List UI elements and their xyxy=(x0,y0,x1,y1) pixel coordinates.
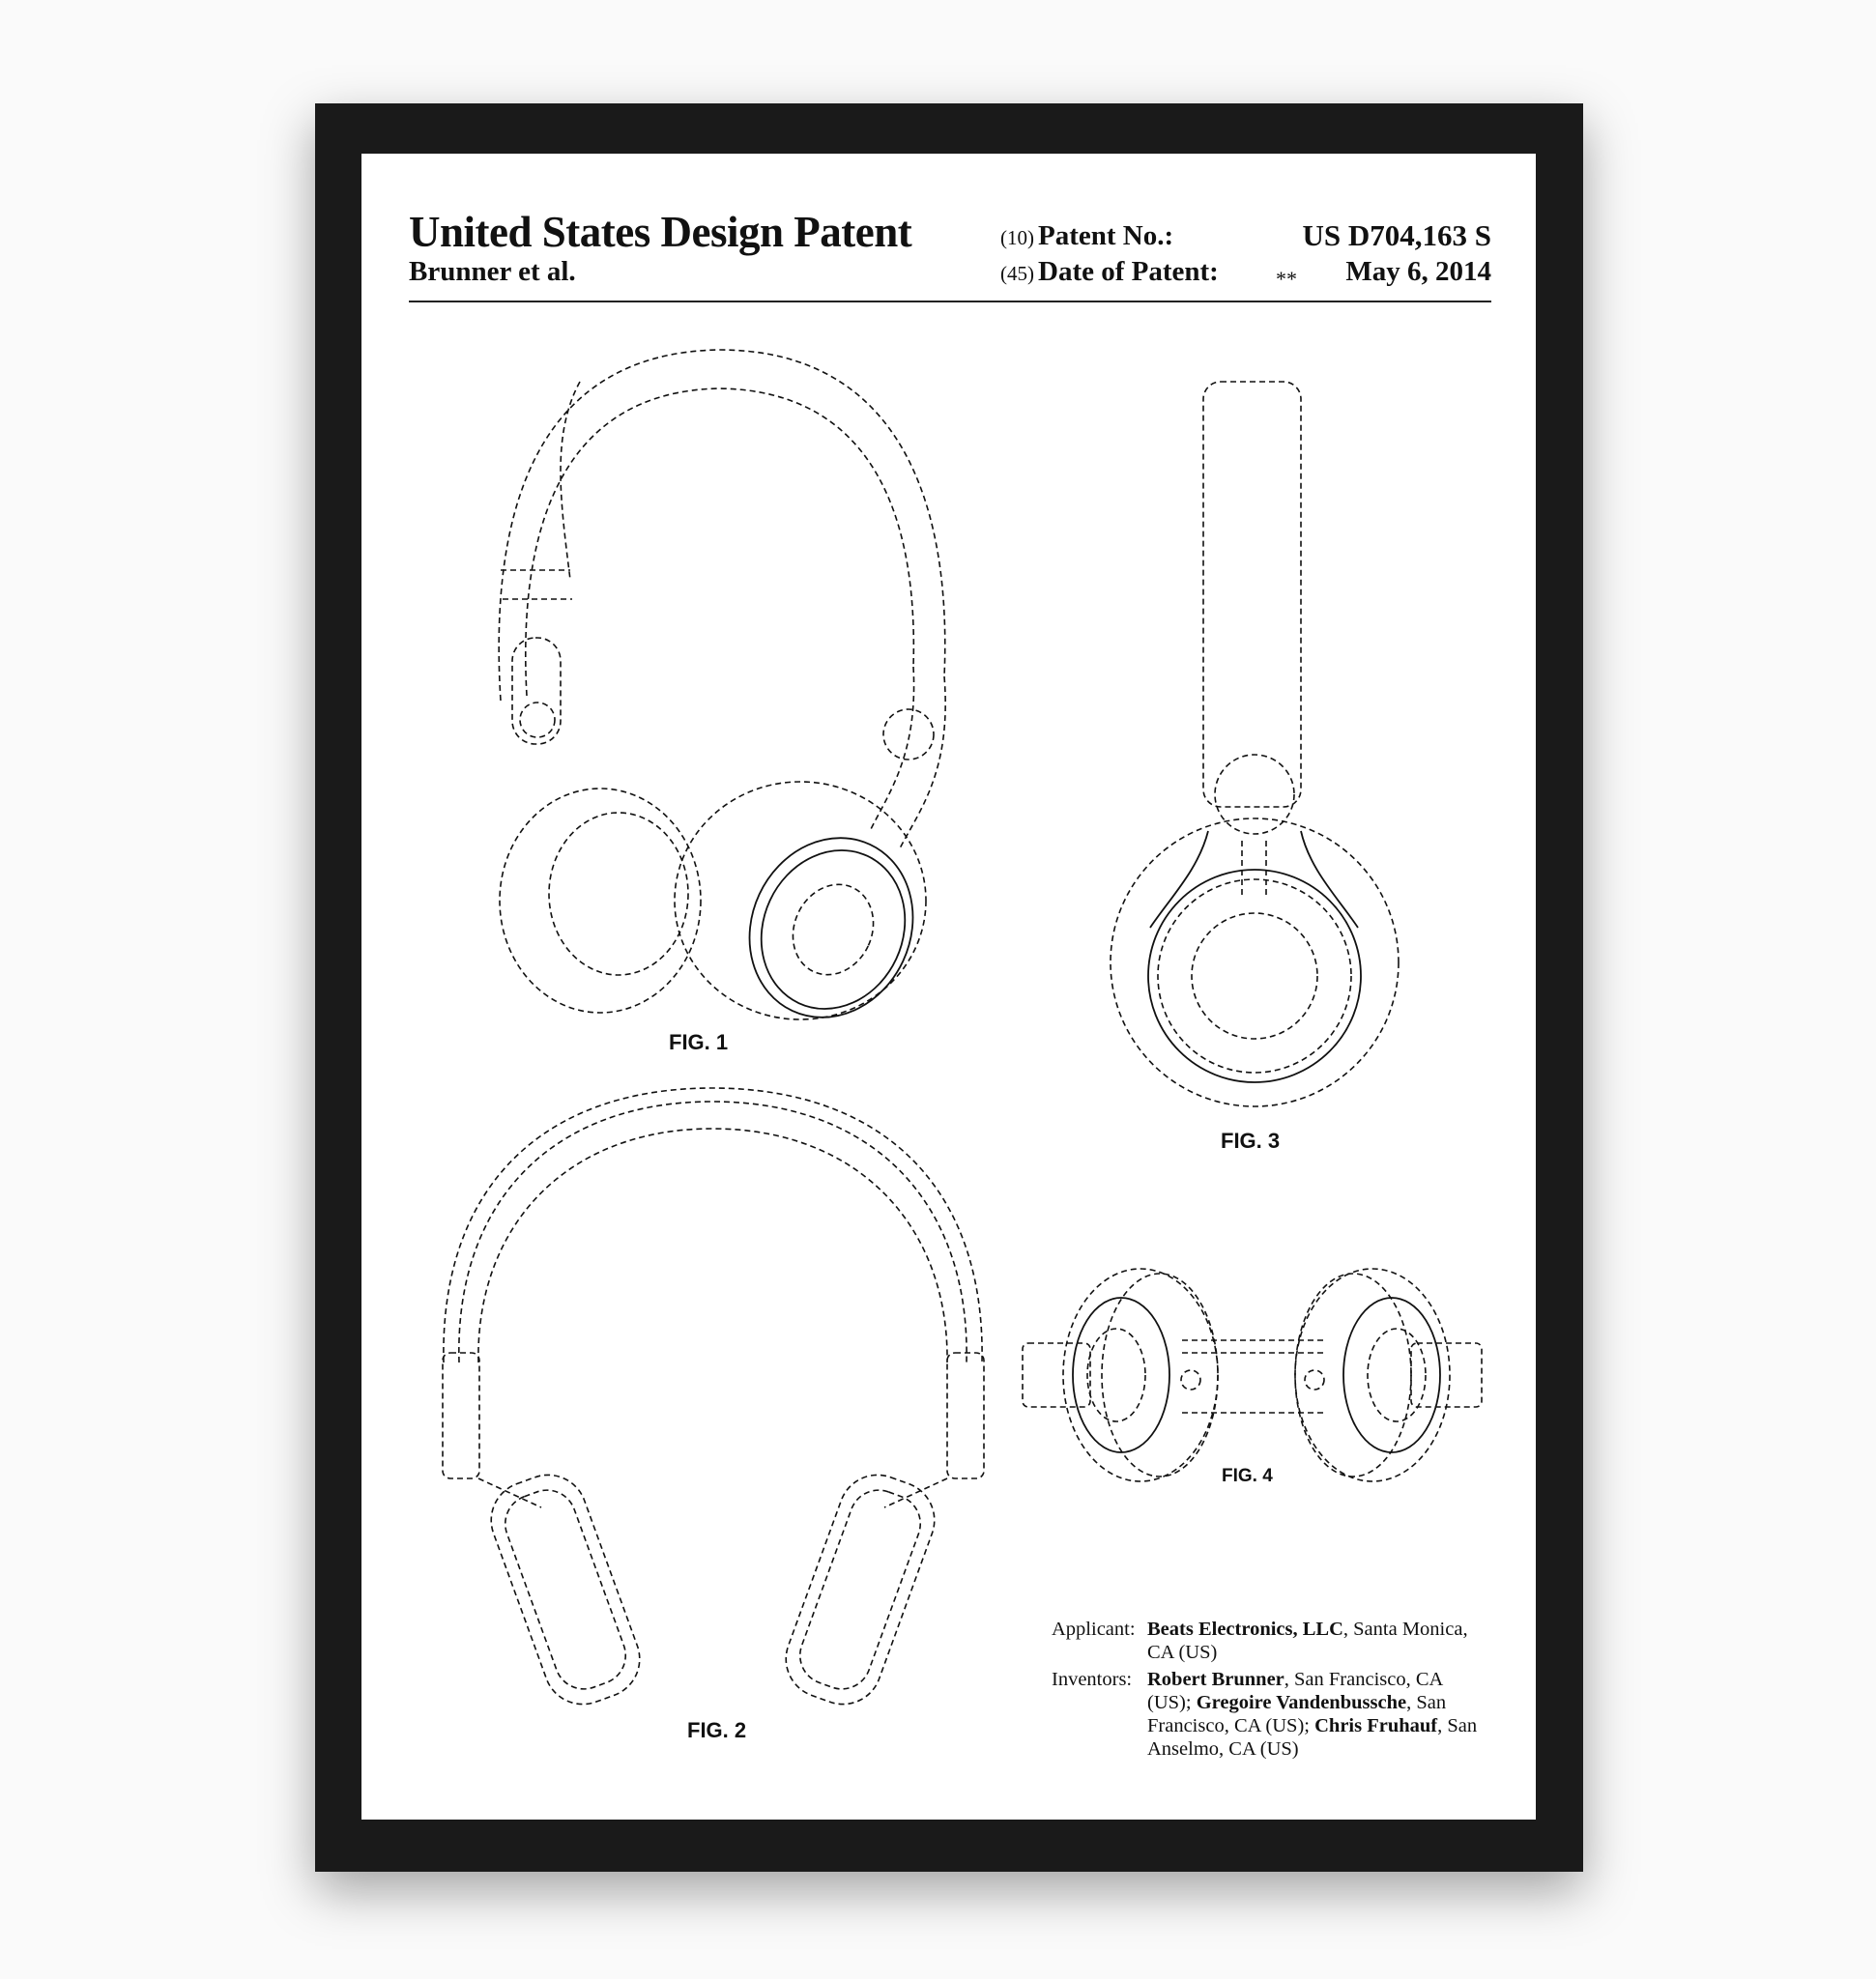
inventors-row: Inventors: Robert Brunner, San Francisco… xyxy=(1052,1668,1486,1761)
inventor-location: , San Francisco, CA (US); xyxy=(1147,1669,1443,1713)
inventor-name: Chris Fruhauf xyxy=(1314,1715,1438,1736)
applicant-location: , Santa Monica, CA (US) xyxy=(1147,1619,1468,1663)
applicant-row: Applicant: Beats Electronics, LLC, Santa… xyxy=(1052,1618,1486,1664)
inventors-label: Inventors: xyxy=(1052,1669,1133,1690)
patent-number-code: (10) xyxy=(1000,226,1034,249)
patent-number-row: (10) Patent No.: xyxy=(1000,220,1173,252)
header-divider xyxy=(409,301,1491,302)
inventors-value: Robert Brunner, San Francisco, CA (US); … xyxy=(1147,1668,1486,1761)
fig3-label: FIG. 3 xyxy=(1221,1129,1281,1153)
fig2-drawing xyxy=(442,1087,985,1706)
patent-date-marker: ** xyxy=(1276,267,1297,291)
patent-number-value: US D704,163 S xyxy=(1302,218,1491,252)
fig2-label: FIG. 2 xyxy=(687,1718,747,1742)
patent-number-label: Patent No.: xyxy=(1038,220,1174,251)
patent-date-code: (45) xyxy=(1000,262,1034,285)
inventor-name: Gregoire Vandenbussche xyxy=(1196,1692,1407,1713)
inventor-short: Brunner et al. xyxy=(409,256,576,287)
fig3-drawing xyxy=(1110,381,1400,1107)
applicant-label: Applicant: xyxy=(1052,1619,1136,1640)
fig1-drawing xyxy=(498,349,946,1020)
patent-sheet xyxy=(361,154,1536,1820)
inventor-name: Robert Brunner xyxy=(1147,1669,1284,1690)
patent-date-value: May 6, 2014 xyxy=(1345,256,1491,287)
applicant-name: Beats Electronics, LLC xyxy=(1147,1619,1343,1640)
inventor-location: , San Anselmo, CA (US) xyxy=(1147,1715,1478,1760)
patent-info-block: Applicant: Beats Electronics, LLC, Santa… xyxy=(1052,1618,1486,1764)
fig4-drawing xyxy=(1022,1268,1483,1482)
fig1-label: FIG. 1 xyxy=(669,1030,729,1054)
patent-date-label: Date of Patent: xyxy=(1038,256,1219,287)
applicant-value: Beats Electronics, LLC, Santa Monica, CA… xyxy=(1147,1618,1486,1664)
patent-date-row: (45) Date of Patent: xyxy=(1000,256,1219,288)
inventor-location: , San Francisco, CA (US); xyxy=(1147,1692,1447,1736)
patent-title: United States Design Patent xyxy=(409,208,912,256)
fig4-label: FIG. 4 xyxy=(1222,1466,1273,1486)
